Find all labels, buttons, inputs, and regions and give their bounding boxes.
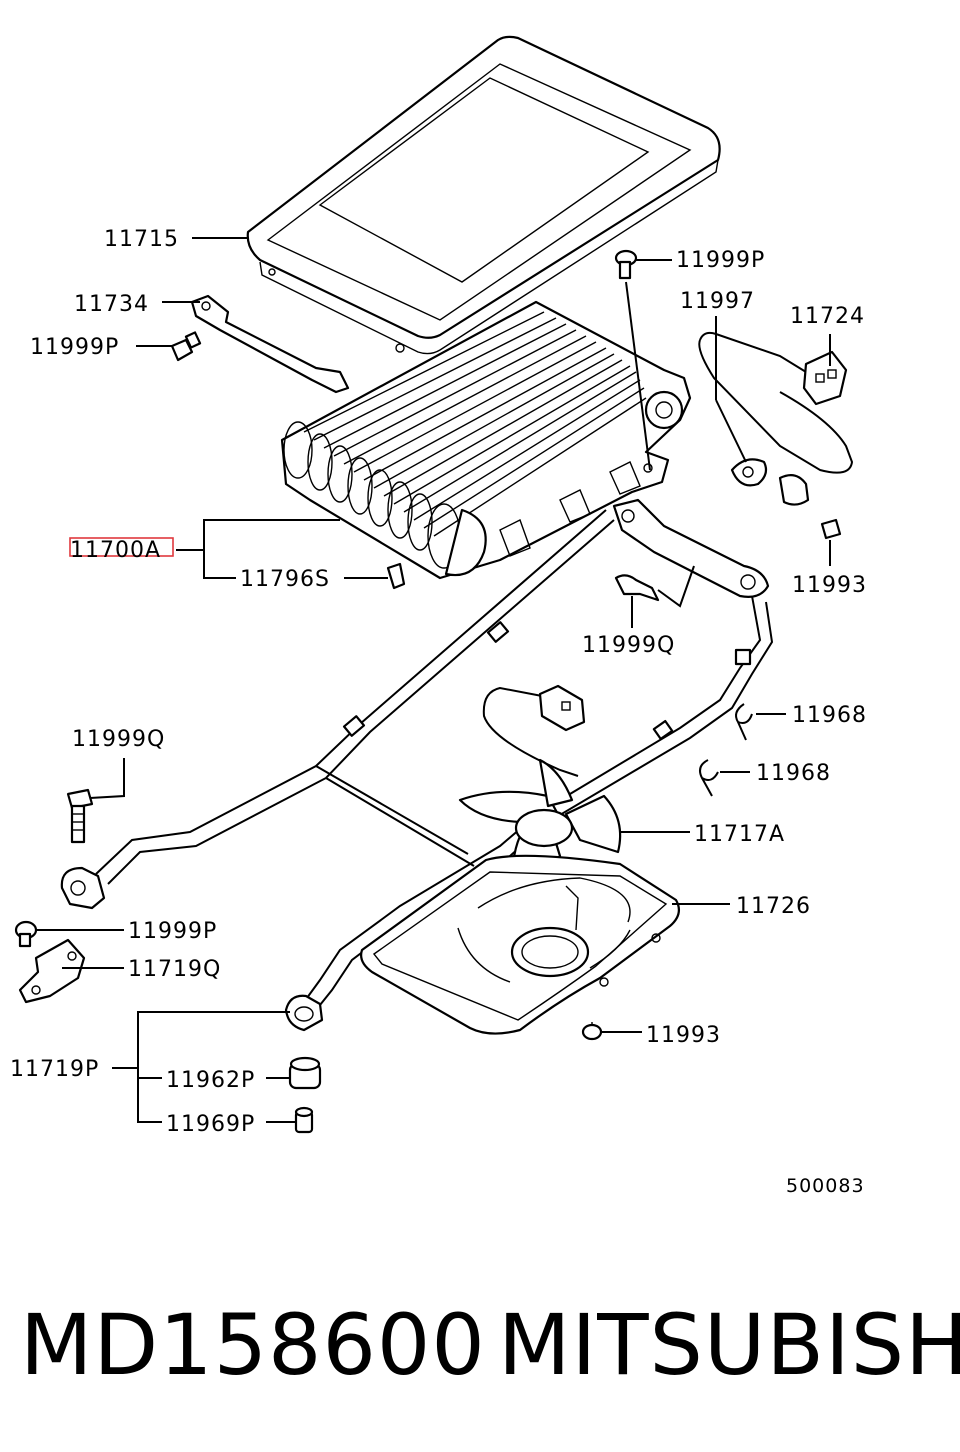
label-11962p: 11962P — [166, 1068, 255, 1093]
grommet-11962p-part — [288, 1056, 322, 1090]
label-11717a: 11717A — [694, 822, 785, 847]
bracket-11719q-part — [18, 938, 86, 1004]
label-11719p: 11719P — [10, 1057, 99, 1082]
label-11999p-lower: 11999P — [128, 919, 217, 944]
footer-caption: MD158600 MITSUBISHI — [0, 1290, 960, 1400]
clip-11796s-part — [386, 562, 406, 590]
brand-name: MITSUBISHI — [498, 1296, 960, 1394]
parts-diagram: 11715 11734 11999P 11999P 11997 11724 11… — [10, 35, 867, 1197]
label-11724: 11724 — [790, 304, 865, 329]
cover-part — [246, 35, 721, 355]
label-11999q-upper: 11999Q — [582, 633, 675, 658]
label-11715: 11715 — [104, 227, 179, 252]
label-11993-upper: 11993 — [792, 573, 867, 598]
fan-harness-part — [482, 684, 586, 777]
label-11700a: 11700A — [70, 538, 161, 563]
label-11997: 11997 — [680, 289, 755, 314]
label-11999q-lower: 11999Q — [72, 727, 165, 752]
bolt-11999p-left — [170, 331, 202, 362]
hose-clamp-11968-b — [699, 759, 719, 797]
sensor-harness-part — [698, 331, 854, 540]
label-11993-lower: 11993 — [646, 1023, 721, 1048]
part-number: MD158600 — [20, 1296, 486, 1394]
label-11796s: 11796S — [240, 567, 330, 592]
bolt-11999p-top — [614, 249, 638, 280]
label-11969p: 11969P — [166, 1112, 255, 1137]
highlight-box — [69, 537, 174, 557]
bracket-11734-part — [190, 294, 350, 394]
diagram-code: 500083 — [786, 1175, 865, 1197]
hose-clamp-11968-a — [735, 703, 753, 741]
nut-11993-lower — [581, 1022, 603, 1041]
mount-bracket-part — [612, 498, 770, 602]
label-11999p-top: 11999P — [676, 248, 765, 273]
collar-11969p-part — [294, 1106, 314, 1134]
bolt-11999p-lower — [14, 920, 38, 948]
bolt-11999q-lower — [66, 788, 94, 844]
intercooler-part — [280, 300, 692, 580]
shroud-part — [360, 854, 681, 1035]
label-11726: 11726 — [736, 894, 811, 919]
label-11999p-left: 11999P — [30, 335, 119, 360]
label-11734: 11734 — [74, 292, 149, 317]
label-11968-lower: 11968 — [756, 761, 831, 786]
label-11719q: 11719Q — [128, 957, 221, 982]
label-11968-upper: 11968 — [792, 703, 867, 728]
leader-lines — [36, 237, 831, 1123]
